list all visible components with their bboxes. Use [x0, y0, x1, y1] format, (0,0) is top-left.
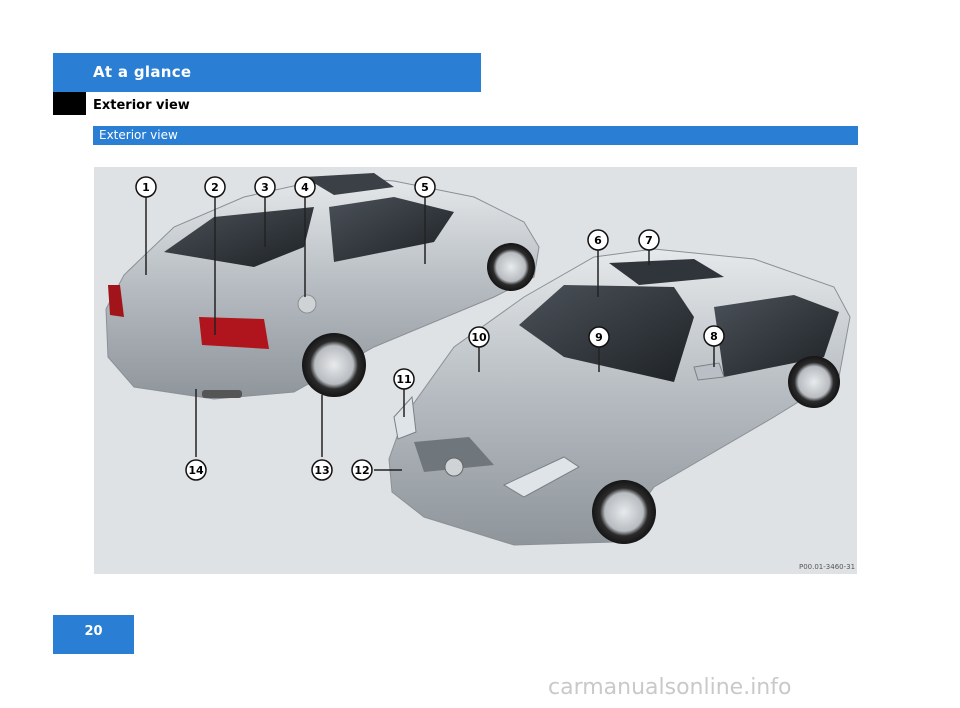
- fuel-filler-flap: [297, 294, 317, 314]
- rear-car-rear-wheel: [302, 333, 366, 397]
- callout-2: 2: [204, 176, 226, 198]
- svg-text:3: 3: [261, 181, 269, 194]
- page-number-box: [53, 615, 134, 654]
- svg-text:8: 8: [710, 330, 718, 343]
- callout-11: 11: [393, 368, 415, 390]
- exhaust-pipe: [202, 390, 242, 398]
- callout-13: 13: [311, 459, 333, 481]
- page-number: 20: [84, 624, 103, 639]
- front-car: [388, 248, 851, 546]
- svg-text:10: 10: [471, 331, 487, 344]
- svg-text:11: 11: [396, 373, 411, 386]
- svg-text:13: 13: [314, 464, 329, 477]
- callout-5: 5: [414, 176, 436, 198]
- star-emblem: [444, 457, 464, 477]
- exterior-illustration: 1 2 3 4 5 6 7 8: [94, 167, 857, 574]
- car-illustration-svg: 1 2 3 4 5 6 7 8: [105, 173, 851, 546]
- svg-text:7: 7: [645, 234, 653, 247]
- section-title: At a glance: [93, 63, 192, 81]
- svg-text:1: 1: [142, 181, 150, 194]
- svg-text:2: 2: [211, 181, 219, 194]
- subsection-title: Exterior view: [99, 128, 178, 142]
- callout-10: 10: [468, 326, 490, 348]
- svg-text:6: 6: [594, 234, 602, 247]
- svg-text:14: 14: [188, 464, 204, 477]
- callout-8: 8: [703, 325, 725, 347]
- section-tab-marker: [53, 92, 86, 115]
- callout-1: 1: [135, 176, 157, 198]
- callout-3: 3: [254, 176, 276, 198]
- watermark: carmanualsonline.info: [548, 675, 792, 700]
- front-car-rear-wheel: [788, 356, 840, 408]
- callout-6: 6: [587, 229, 609, 251]
- svg-text:5: 5: [421, 181, 429, 194]
- image-reference-code: P00.01-3460-31: [799, 563, 856, 571]
- svg-text:12: 12: [354, 464, 369, 477]
- leader-lines: [145, 197, 715, 471]
- rear-car-front-wheel: [487, 243, 535, 291]
- callout-9: 9: [588, 326, 610, 348]
- svg-text:9: 9: [595, 331, 603, 344]
- callout-14: 14: [185, 459, 207, 481]
- callout-4: 4: [294, 176, 316, 198]
- subsection-header-bar: [93, 126, 858, 145]
- front-car-front-wheel: [592, 480, 656, 544]
- section-header-bar: [53, 53, 481, 92]
- svg-text:4: 4: [301, 181, 309, 194]
- exterior-mirror: [693, 362, 725, 381]
- callout-12: 12: [351, 459, 373, 481]
- page-heading: Exterior view: [93, 98, 190, 113]
- callout-7: 7: [638, 229, 660, 251]
